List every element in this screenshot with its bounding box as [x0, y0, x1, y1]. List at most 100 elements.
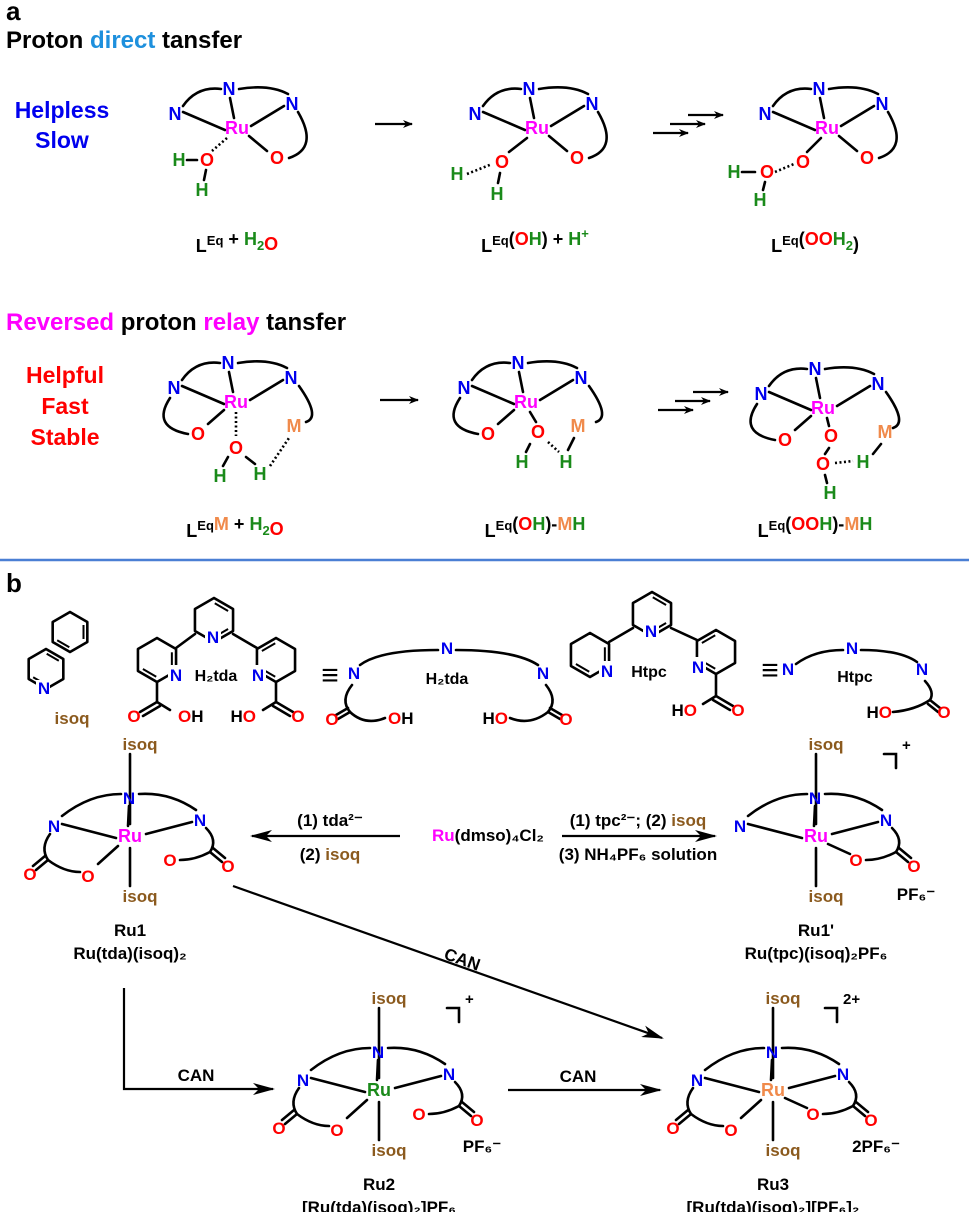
nitrogen-atom: N	[837, 1065, 849, 1084]
oxygen-atom: O	[412, 1105, 425, 1124]
hydroxyl-label: HO	[866, 703, 892, 722]
oxygen-atom: O	[860, 148, 874, 168]
nitrogen-atom: N	[692, 658, 704, 677]
arrow-right-top-label: (1) tpc²⁻; (2) isoq	[570, 811, 706, 830]
oxygen-atom: O	[495, 152, 509, 172]
panel-a-label: a	[6, 0, 21, 26]
nitrogen-atom: N	[222, 353, 235, 373]
nitrogen-atom: N	[782, 660, 794, 679]
oxygen-atom: O	[229, 438, 243, 458]
hydrogen-atom: H	[196, 180, 209, 200]
relay-metal-atom: M	[287, 416, 302, 436]
nitrogen-atom: N	[880, 811, 892, 830]
counterion-label: PF₆⁻	[897, 885, 935, 904]
htpc-label: Htpc	[631, 664, 667, 681]
oxygen-atom: O	[731, 701, 744, 720]
oxygen-atom: O	[200, 150, 214, 170]
hydrogen-atom: H	[214, 466, 227, 486]
oxygen-atom: O	[325, 710, 338, 729]
nitrogen-atom: N	[766, 1043, 778, 1062]
arrow-right-bottom-label: (3) NH₄PF₆ solution	[559, 845, 717, 864]
oxygen-atom: O	[666, 1119, 679, 1138]
nitrogen-atom: N	[645, 622, 657, 641]
hydrogen-atom: H	[451, 164, 464, 184]
nitrogen-atom: N	[916, 660, 928, 679]
oxygen-atom: O	[531, 422, 545, 442]
nitrogen-atom: N	[285, 368, 298, 388]
nitrogen-atom: N	[846, 639, 858, 658]
complex-ru1-prime: isoqisoqNNNRuOO+PF₆⁻Ru1'Ru(tpc)(isoq)₂PF…	[734, 735, 935, 963]
hydroxyl-label: HO	[230, 707, 256, 726]
nitrogen-atom: N	[601, 662, 613, 681]
charge-bracket	[445, 1006, 461, 1024]
oxygen-atom: O	[127, 707, 140, 726]
arrow-left-top-label: (1) tda²⁻	[297, 811, 363, 830]
nitrogen-atom: N	[755, 384, 768, 404]
nitrogen-atom: N	[207, 628, 219, 647]
axial-isoq-top: isoq	[766, 989, 801, 1008]
compound-formula: Ru(tda)(isoq)₂	[73, 944, 186, 963]
hydrogen-atom: H	[254, 464, 267, 484]
arrow-ru1-to-ru3	[232, 884, 664, 1040]
nitrogen-atom: N	[372, 1043, 384, 1062]
species-label: LEq + H2O	[196, 229, 278, 256]
oxygen-atom: O	[163, 851, 176, 870]
nitrogen-atom: N	[286, 94, 299, 114]
nitrogen-atom: N	[443, 1065, 455, 1084]
panel-b-label: b	[6, 568, 22, 598]
oxygen-atom: O	[191, 424, 205, 444]
oxidant-label-ru1-ru2: CAN	[178, 1066, 215, 1085]
oxygen-atom: O	[221, 857, 234, 876]
nitrogen-atom: N	[586, 94, 599, 114]
nitrogen-atom: N	[48, 817, 60, 836]
hydrogen-atom: H	[857, 452, 870, 472]
arrow-left-bottom-label: (2) isoq	[300, 845, 360, 864]
compound-id: Ru2	[363, 1175, 395, 1194]
ruthenium-atom: Ru	[811, 398, 835, 418]
hydrogen-atom: H	[728, 162, 741, 182]
charge-label: 2+	[843, 991, 860, 1008]
nitrogen-atom: N	[809, 359, 822, 379]
nitrogen-atom: N	[223, 79, 236, 99]
oxygen-atom: O	[272, 1119, 285, 1138]
oxygen-atom: O	[81, 867, 94, 886]
species-label: LEq(OH) + H+	[481, 226, 589, 256]
oxygen-atom: O	[330, 1121, 343, 1140]
charge-bracket	[882, 752, 898, 770]
hydrogen-atom: H	[560, 452, 573, 472]
oxygen-atom: O	[816, 454, 830, 474]
nitrogen-atom: N	[123, 789, 135, 808]
oxygen-atom: O	[270, 148, 284, 168]
ruthenium-atom: Ru	[525, 118, 549, 138]
ruthenium-atom: Ru	[804, 826, 828, 846]
row1-title: Proton direct tansfer	[6, 27, 242, 54]
nitrogen-atom: N	[523, 79, 536, 99]
nitrogen-atom: N	[458, 378, 471, 398]
compound-formula: [Ru(tda)(isoq)₂]PF₆	[302, 1198, 456, 1212]
nitrogen-atom: N	[575, 368, 588, 388]
hydrogen-atom: H	[491, 184, 504, 204]
nitrogen-atom: N	[512, 353, 525, 373]
nitrogen-atom: N	[169, 104, 182, 124]
hydroxyl-label: HO	[671, 701, 697, 720]
oxygen-atom: O	[937, 703, 950, 722]
hydrogen-atom: H	[173, 150, 186, 170]
nitrogen-atom: N	[469, 104, 482, 124]
oxygen-atom: O	[760, 162, 774, 182]
axial-isoq-bottom: isoq	[766, 1141, 801, 1160]
species-label: LEq(OH)-MH	[485, 514, 586, 541]
nitrogen-atom: N	[194, 811, 206, 830]
row2-title: Reversed proton relay tansfer	[6, 309, 346, 336]
nitrogen-atom: N	[813, 79, 826, 99]
nitrogen-atom: N	[876, 94, 889, 114]
h2tda-label: H₂tda	[195, 668, 238, 685]
